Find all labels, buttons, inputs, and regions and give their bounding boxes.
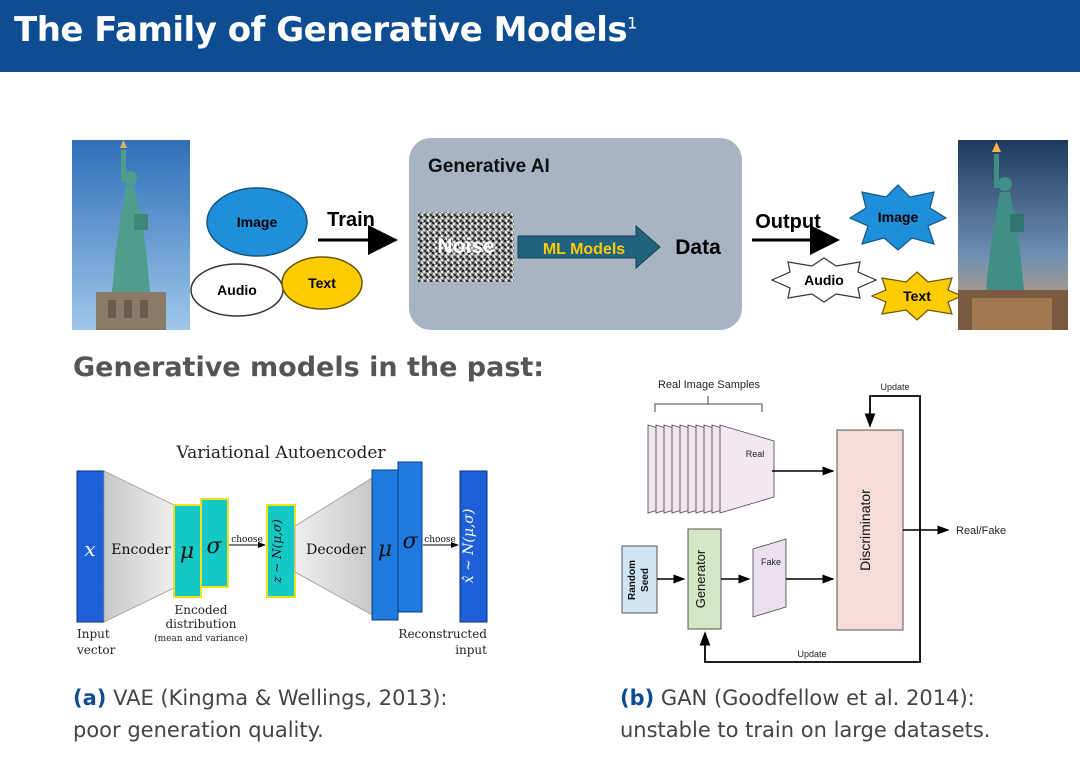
caption-b-text-1: GAN (Goodfellow et al. 2014): (660, 686, 975, 710)
update-label-bottom: Update (797, 649, 826, 659)
audio-input-label: Audio (217, 282, 257, 298)
update-loop-bottom (699, 530, 921, 663)
caption-b-label: (b) (620, 686, 655, 710)
noise-label: Noise (437, 235, 494, 258)
xhat-formula: x̂ ~ N(μ,σ) (461, 509, 477, 584)
title-bar: The Family of Generative Models1 (0, 0, 1080, 72)
mu-symbol-encoder: μ (180, 539, 194, 564)
mu-box-encoder (173, 504, 202, 598)
page-title: The Family of Generative Models1 (14, 10, 637, 50)
update-loop-top (864, 395, 921, 530)
ml-models-arrow (517, 224, 661, 270)
encoded-line-1: Encoded (175, 603, 228, 617)
input-vector-bar (76, 470, 105, 623)
noise-image (418, 212, 514, 282)
update-label-top: Update (880, 382, 909, 392)
seed-label: Seed (640, 568, 651, 592)
page-title-text: The Family of Generative Models (14, 10, 628, 50)
input-vector-line-2: vector (76, 643, 116, 657)
title-footnote: 1 (627, 13, 637, 33)
image-output-label: Image (878, 209, 919, 225)
fake-label: Fake (761, 557, 781, 567)
caption-b: (b) GAN (Goodfellow et al. 2014): unstab… (620, 682, 990, 746)
mu-bar-decoder (371, 469, 399, 621)
audio-output-label: Audio (804, 272, 844, 288)
generative-ai-title: Generative AI (428, 156, 550, 177)
real-samples-label: Real Image Samples (658, 379, 761, 391)
vae-diagram: Variational Autoencoder x Encoder μ σ ch… (76, 443, 488, 657)
text-output-label: Text (903, 288, 931, 304)
x-symbol: x (84, 537, 95, 561)
fake-image (752, 538, 787, 618)
choose-label-1: choose (231, 535, 263, 545)
discriminator-label: Discriminator (857, 489, 873, 571)
encoded-line-3: (mean and variance) (154, 633, 248, 644)
image-output-star (848, 184, 948, 251)
sigma-bar-decoder (397, 461, 423, 613)
generator-box (687, 528, 722, 630)
text-input-label: Text (308, 275, 336, 291)
audio-output-star (770, 257, 878, 303)
generator-label: Generator (693, 549, 708, 608)
train-label: Train (327, 209, 375, 231)
sigma-box-encoder (200, 498, 229, 588)
data-label: Data (675, 236, 721, 259)
z-formula: z ~ N(μ,σ) (270, 519, 284, 584)
text-input-ellipse (281, 256, 363, 310)
input-vector-line-1: Input (77, 627, 110, 641)
section-subheading: Generative models in the past: (73, 352, 545, 383)
real-label: Real (746, 449, 765, 459)
caption-a-label: (a) (73, 686, 107, 710)
real-image-stack (647, 424, 775, 514)
text-output-star (870, 271, 964, 321)
reconstructed-bar (459, 470, 488, 623)
real-fake-label: Real/Fake (956, 525, 1006, 537)
statue-photo-input (72, 140, 190, 330)
output-label: Output (755, 211, 821, 233)
caption-a-line-1: (a) VAE (Kingma & Wellings, 2013): (73, 682, 447, 714)
reconstructed-line-2: input (455, 643, 487, 657)
mu-symbol-decoder: μ (378, 537, 392, 562)
caption-a: (a) VAE (Kingma & Wellings, 2013): poor … (73, 682, 447, 746)
encoder-label: Encoder (111, 542, 171, 558)
statue-photo-output (958, 140, 1068, 330)
caption-a-text-1: VAE (Kingma & Wellings, 2013): (113, 686, 448, 710)
ml-models-label: ML Models (543, 241, 625, 258)
caption-b-line-2: unstable to train on large datasets. (620, 718, 991, 742)
caption-b-line-1: (b) GAN (Goodfellow et al. 2014): (620, 682, 990, 714)
sigma-symbol-decoder: σ (402, 529, 418, 554)
choose-label-2: choose (424, 535, 456, 545)
random-label: Random (627, 560, 638, 600)
reconstructed-line-1: Reconstructed (398, 627, 487, 641)
gan-diagram: Real Image Samples Real Discriminator Up… (621, 379, 1006, 663)
image-input-label: Image (237, 214, 278, 230)
vae-title: Variational Autoencoder (175, 443, 386, 463)
image-input-ellipse (206, 187, 308, 257)
samples-bracket (654, 396, 763, 412)
decoder-label: Decoder (306, 542, 366, 558)
sigma-symbol-encoder: σ (206, 534, 222, 559)
encoded-line-2: distribution (165, 617, 236, 631)
caption-a-line-2: poor generation quality. (73, 718, 324, 742)
